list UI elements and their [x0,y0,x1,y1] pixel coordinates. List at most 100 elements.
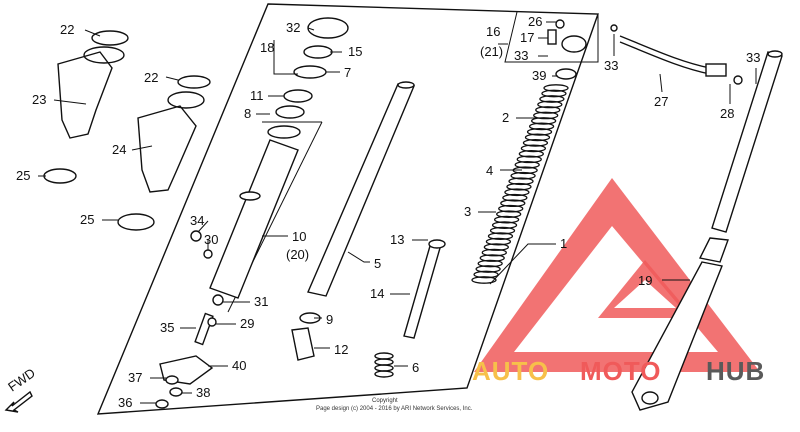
seal-25a [43,168,77,184]
callout-5: 5 [374,256,381,271]
callout-18: 18 [260,40,274,55]
fwd-arrow [4,390,33,413]
callout-31: 31 [254,294,268,309]
damper-body [209,139,299,299]
spring-coil [489,226,516,235]
callout-25b: 25 [80,212,94,227]
oring-33b [610,24,618,32]
spring-coil [471,276,497,284]
spring-coil [518,149,544,158]
callout-6: 6 [412,360,419,375]
spring-coil [506,182,532,191]
callout-9b: 9 [326,312,333,327]
callout-39: 39 [532,68,546,83]
bolt-34 [190,230,202,242]
callout-22a: 22 [60,22,74,37]
sleeve-12 [291,327,315,361]
callout-27: 27 [654,94,668,109]
watermark-text: AUTO MOTO HUB [472,356,764,386]
cap-group-frame [504,11,599,63]
spring-coil [475,265,501,273]
callout-33a: 33 [514,48,528,63]
spring-coil [487,232,514,240]
nut-36 [155,399,169,409]
callout-29: 29 [240,316,254,331]
callout-30: 30 [204,232,218,247]
callout-11: 11 [250,88,264,103]
callout-26: 26 [528,14,542,29]
callout-4: 4 [486,163,493,178]
callout-2: 2 [502,110,509,125]
main-spring [471,84,569,284]
upper-bracket [57,30,129,139]
valve-26 [555,19,565,29]
spring-coil [508,177,534,186]
copyright-line1: Copyright [372,398,398,404]
top-cap-stack [267,17,349,139]
cap-bolt [561,35,587,53]
spring-coil [510,171,536,180]
callout-34: 34 [190,213,204,228]
callout-33b: 33 [604,58,618,73]
callout-8: 8 [244,106,251,121]
spring-coil [485,237,512,246]
washer-30 [203,249,213,259]
callout-10: 10 [292,229,306,244]
watermark-auto: AUTO [472,356,549,386]
spring-coil [539,95,565,103]
washer-38 [169,387,183,397]
washer-31 [212,294,224,306]
leader-lines [38,21,757,404]
spring-coil [522,139,549,147]
callout-23: 23 [32,92,46,107]
spring-coil [491,221,518,229]
spring-coil [477,259,503,268]
callout-40: 40 [232,358,246,373]
lower-bracket [137,75,211,193]
spring-coil [493,215,520,224]
callout-20: (20) [286,247,309,262]
callout-38: 38 [196,385,210,400]
rebound-rod [403,245,441,339]
assembly-frame [96,3,599,415]
ring-13 [428,239,446,249]
damper-ring [239,191,261,201]
callout-25a: 25 [16,168,30,183]
fork-tube-top [397,81,415,89]
spring-coil [473,270,499,279]
spring-coil [500,199,526,208]
spring-coil [541,89,567,98]
callout-7: 7 [344,65,351,80]
callout-22b: 22 [144,70,158,85]
spring-coil [524,133,551,142]
watermark-moto: MOTO [580,356,662,386]
spring-coil [528,122,555,131]
callout-16: 16 [486,24,500,39]
air-hose [619,35,711,69]
callout-3: 3 [464,204,471,219]
seal-25b [117,213,155,231]
hose-fitting [705,63,727,77]
fwd-label: FWD [5,365,38,394]
spring-coil [531,117,557,125]
spring-coil [504,188,530,197]
callout-36: 36 [118,395,132,410]
callout-1: 1 [560,236,567,251]
spring-coil [514,160,540,169]
collar-29 [207,317,217,327]
callout-28: 28 [720,106,734,121]
valve-17 [547,29,557,45]
callout-33c: 33 [746,50,760,65]
spring-coil [502,193,528,202]
fork-slider [631,50,783,411]
callout-37: 37 [128,370,142,385]
callout-13: 13 [390,232,404,247]
spring-coil [520,144,547,153]
spring-coil [543,84,569,92]
spring-coil [533,111,559,120]
callout-32: 32 [286,20,300,35]
callout-19: 19 [638,273,652,288]
callout-12: 12 [334,342,348,357]
